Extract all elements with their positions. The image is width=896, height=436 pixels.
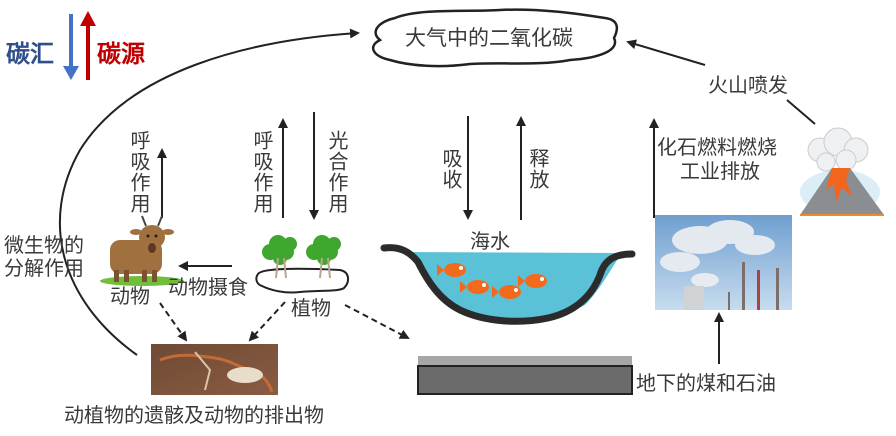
decomposition-label-line2: 分解作用 (4, 256, 84, 280)
decomposition-curve[interactable] (58, 28, 360, 356)
sea-water-label: 海水 (470, 229, 510, 253)
animal-to-remains-arrow[interactable] (159, 302, 188, 342)
sink-arrow-head (63, 66, 79, 80)
plant-to-remains-arrow[interactable] (248, 301, 286, 342)
remains-image (151, 344, 278, 395)
ocean-release-label: 释放 (526, 148, 550, 190)
volcano-illustration (800, 127, 884, 216)
animal-goat-illustration (100, 215, 184, 286)
photosynthesis-label: 光合作用 (325, 130, 349, 214)
decomposition-label-line1: 微生物的 (4, 233, 84, 257)
fossil-burning-label-line2: 工业排放 (680, 159, 760, 183)
plant-to-coal-arrow[interactable] (344, 304, 410, 339)
plant-respiration-label: 呼吸作用 (250, 130, 274, 214)
animal-feeding-label: 动物摄食 (168, 275, 248, 299)
carbon-sink-label: 碳汇 (6, 40, 54, 68)
fossil-burning-label-line1: 化石燃料燃烧 (657, 135, 777, 159)
volcano-to-atmosphere-arrow[interactable] (626, 39, 706, 66)
plant-label: 植物 (291, 296, 331, 320)
coal-oil-label: 地下的煤和石油 (636, 371, 776, 395)
remains-label: 动植物的遗骸及动物的排出物 (64, 403, 324, 427)
carbon-source-label: 碳源 (97, 40, 145, 68)
atmosphere-co2-label: 大气中的二氧化碳 (405, 26, 573, 50)
volcano-connector-line (786, 99, 816, 125)
animal-label: 动物 (110, 284, 150, 308)
animal-respiration-label: 呼吸作用 (127, 130, 151, 214)
legend-arrows (63, 11, 96, 80)
sea-illustration (380, 244, 636, 325)
factory-image (655, 215, 792, 310)
volcano-eruption-label: 火山喷发 (708, 73, 788, 97)
atmosphere-cloud (371, 8, 619, 68)
source-arrow-head (80, 11, 96, 26)
coal-oil-layer (417, 356, 633, 395)
plant-illustration (255, 235, 350, 294)
ocean-absorb-label: 吸收 (439, 148, 463, 190)
